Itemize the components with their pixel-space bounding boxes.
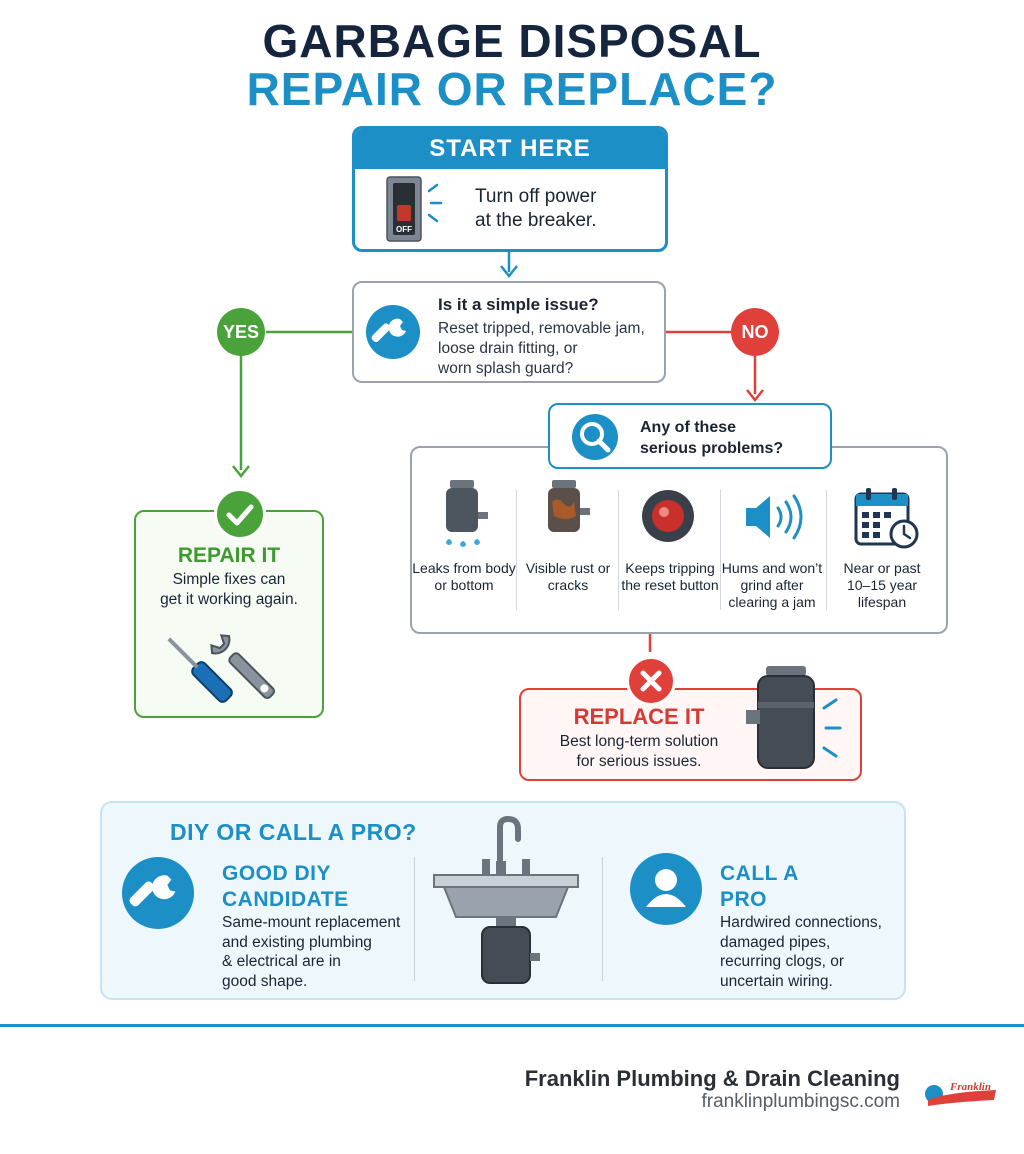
good-diy-text: Same-mount replacement and existing plum… [222,914,401,990]
serious-question-text: Any of these serious problems? [640,419,784,457]
calendar-clock-icon [854,488,919,549]
diy-wrench-icon [122,857,194,929]
serious-problems-panel: Leaks from body or bottom Visible rust o… [410,446,948,634]
flow-connectors [232,252,764,652]
call-pro-text: Hardwired connections, damaged pipes, re… [720,914,882,990]
footer-divider [0,1024,1024,1027]
start-instruction: Turn off power at the breaker. [475,186,597,231]
breaker-switch-icon: OFF [386,176,443,242]
start-here-header: START HERE [355,129,665,169]
switch-off-label: OFF [396,225,412,234]
yes-badge: YES [217,308,265,356]
serious-item-1: Leaks from body or bottom [412,560,516,593]
no-badge: NO [731,308,779,356]
arrow-start-question [500,265,518,279]
reset-button-icon [642,490,694,542]
sink-disposal-icon [433,815,579,984]
user-icon [630,853,702,925]
call-pro-title: CALL A PRO [720,862,799,911]
repair-it-box: REPAIR IT Simple fixes can get it workin… [134,510,324,718]
title-line-2: REPAIR OR REPLACE? [246,63,778,115]
start-here-box: START HERE OFF Turn off power at the bre… [352,126,668,252]
serious-item-4: Hums and won’t grind after clearing a ja… [721,560,823,610]
magnifier-icon [572,414,618,460]
logo-text: Franklin [949,1081,991,1093]
arrow-yes [232,465,250,479]
replace-text: Best long-term solution for serious issu… [559,733,719,770]
humming-speaker-icon [746,494,803,540]
repair-text: Simple fixes can get it working again. [160,571,298,608]
company-name: Franklin Plumbing & Drain Cleaning [524,1066,900,1091]
repair-title: REPAIR IT [177,544,281,567]
wrench-icon [366,305,420,359]
x-icon [626,656,676,706]
serious-item-3: Keeps tripping the reset button [621,560,719,593]
screwdriver-wrench-icon [167,634,276,703]
arrow-no [746,389,764,403]
good-diy-title: GOOD DIY CANDIDATE [222,862,349,911]
franklin-logo: Franklin [925,1081,996,1106]
rusted-disposal-icon [548,480,590,532]
garbage-disposal-icon [746,666,842,769]
serious-item-5: Near or past 10–15 year lifespan [843,560,921,610]
leaking-disposal-icon [446,480,488,547]
check-icon [214,488,266,540]
replace-title: REPLACE IT [573,704,705,729]
simple-issue-text: Reset tripped, removable jam, loose drai… [438,320,645,377]
diy-or-pro-panel: DIY OR CALL A PRO? GOOD DIY CANDIDATE Sa… [100,801,906,1000]
diy-title: DIY OR CALL A PRO? [170,819,417,845]
title-line-1: GARBAGE DISPOSAL [262,15,762,67]
simple-issue-box: Is it a simple issue? Reset tripped, rem… [352,281,666,383]
serious-problems-question: Any of these serious problems? [548,403,832,469]
serious-item-2: Visible rust or cracks [525,560,611,593]
company-website[interactable]: franklinplumbingsc.com [701,1091,900,1112]
simple-issue-title: Is it a simple issue? [438,295,599,314]
